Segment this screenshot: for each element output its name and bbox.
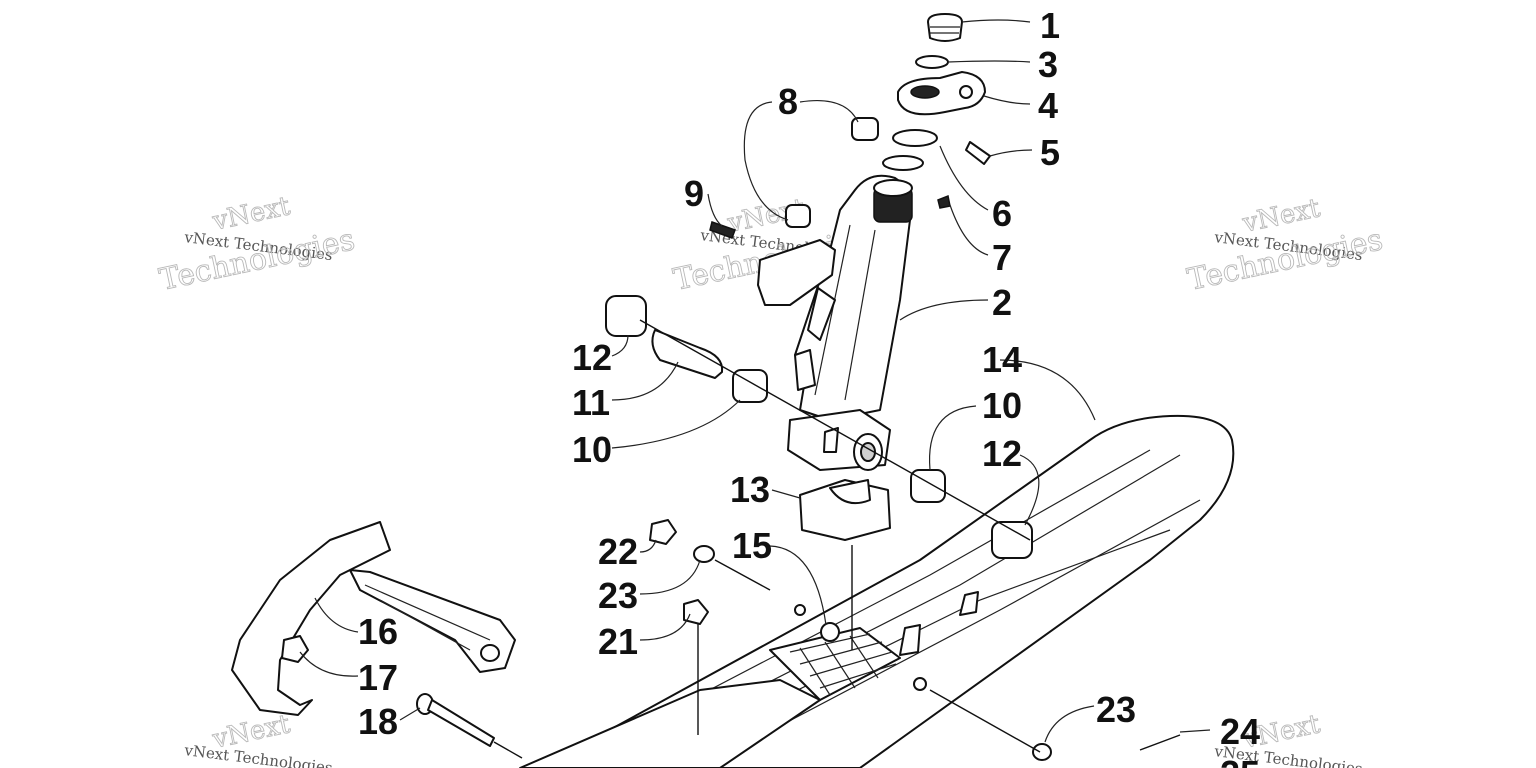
block-part bbox=[799, 479, 891, 541]
nut-part-22 bbox=[649, 519, 677, 545]
ski-pad-part bbox=[769, 627, 901, 701]
nut-part-21 bbox=[683, 599, 709, 625]
callout-13: 13 bbox=[730, 469, 770, 510]
bolt-small-part bbox=[709, 221, 736, 239]
assembly-axis bbox=[639, 319, 1031, 541]
callout-22: 22 bbox=[598, 531, 638, 572]
spindle-part bbox=[787, 174, 913, 471]
bushing-part bbox=[851, 117, 879, 141]
grease-fitting-part bbox=[937, 194, 951, 209]
callout-12: 12 bbox=[572, 337, 612, 378]
washer-part-2 bbox=[882, 155, 924, 171]
callout-6: 6 bbox=[992, 193, 1012, 234]
callout-3: 3 bbox=[1038, 44, 1058, 85]
callout-25: 25 bbox=[1220, 753, 1260, 768]
nut-part-17 bbox=[281, 635, 309, 663]
bolt-part bbox=[965, 141, 991, 165]
washer-part-23b bbox=[1032, 743, 1052, 761]
callout-1: 1 bbox=[1040, 5, 1060, 46]
assembly-axis bbox=[929, 689, 1041, 753]
callout-24: 24 bbox=[1220, 711, 1260, 752]
callout-9: 9 bbox=[684, 173, 704, 214]
callout-8: 8 bbox=[778, 81, 798, 122]
callout-15: 15 bbox=[732, 525, 772, 566]
cap-part bbox=[927, 13, 963, 42]
steering-arm-part bbox=[897, 71, 986, 116]
callout-14: 14 bbox=[982, 339, 1022, 380]
callout-11: 11 bbox=[572, 382, 610, 423]
cotter-pin-part bbox=[1139, 734, 1181, 751]
washer-part bbox=[892, 129, 938, 147]
watermark-bottom-left: vNext vNext Technologies bbox=[183, 709, 334, 768]
bushing-part-2 bbox=[785, 204, 811, 228]
callout-23: 23 bbox=[598, 575, 638, 616]
bushing-part-12 bbox=[605, 295, 647, 337]
callout-10b: 10 bbox=[982, 385, 1022, 426]
washer-part-23 bbox=[693, 545, 715, 563]
callout-18: 18 bbox=[358, 701, 398, 742]
assembly-axis bbox=[714, 559, 771, 591]
bolt-part-18 bbox=[416, 693, 523, 759]
callout-16: 16 bbox=[358, 611, 398, 652]
watermark-right: vNext vNext Technologies Technologies bbox=[1184, 193, 1386, 299]
bushing-part-12b bbox=[991, 521, 1033, 559]
ski-runner-part bbox=[519, 679, 821, 768]
callout-4: 4 bbox=[1038, 85, 1058, 126]
watermark-big-vnext: vNext bbox=[209, 191, 293, 237]
leader-lines bbox=[299, 19, 1211, 743]
ski-loop-part bbox=[231, 521, 516, 716]
snap-ring-part bbox=[915, 55, 949, 69]
mount-bracket-part bbox=[757, 239, 836, 306]
callout-21: 21 bbox=[598, 621, 638, 662]
callout-numbers: 1 3 4 5 6 7 2 8 9 12 11 10 14 10 12 13 1… bbox=[358, 5, 1260, 768]
callout-12b: 12 bbox=[982, 433, 1022, 474]
callout-23b: 23 bbox=[1096, 689, 1136, 730]
callout-7: 7 bbox=[992, 237, 1012, 278]
bushing-part-10b bbox=[910, 469, 946, 503]
callout-5: 5 bbox=[1040, 132, 1060, 173]
callout-17: 17 bbox=[358, 657, 398, 698]
sleeve-part-11 bbox=[651, 329, 724, 379]
callout-2: 2 bbox=[992, 282, 1012, 323]
callout-10: 10 bbox=[572, 429, 612, 470]
watermark-left: vNext vNext Technologies Technologies bbox=[156, 191, 358, 299]
washer-part-15 bbox=[820, 622, 840, 642]
